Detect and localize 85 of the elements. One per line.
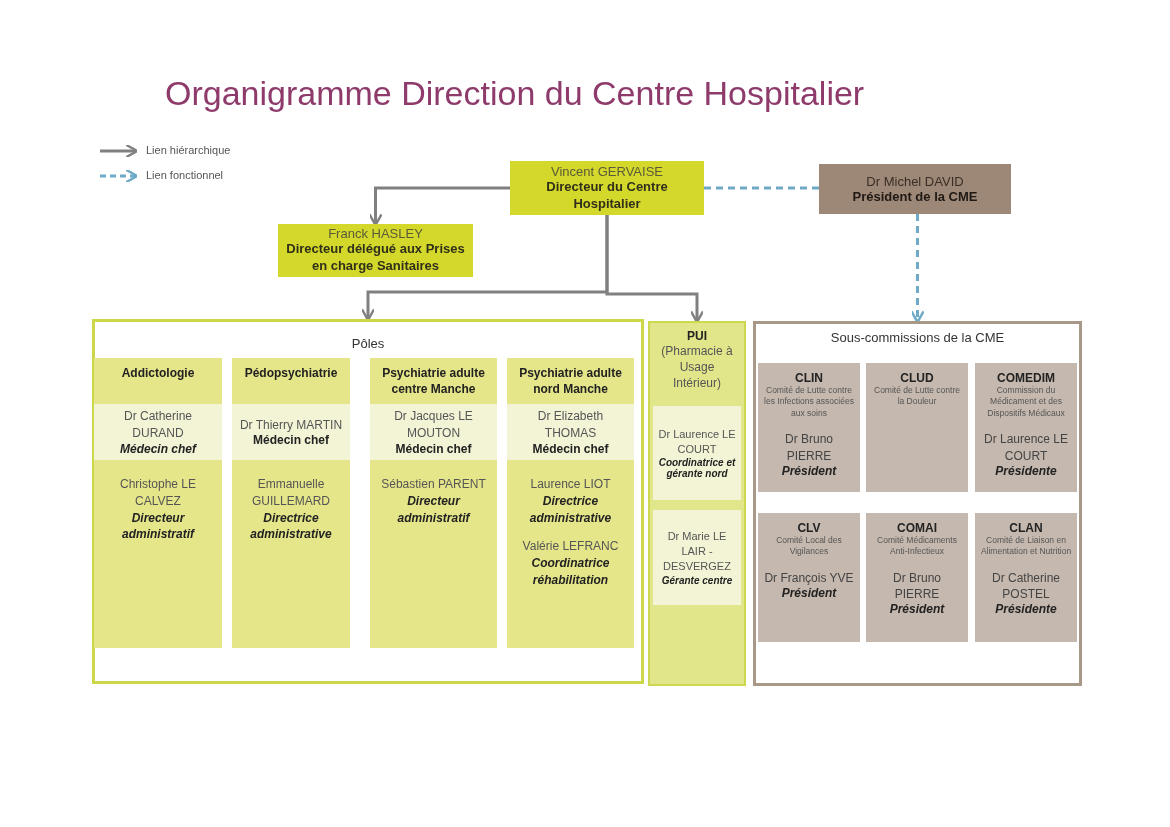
job-title: Directeur délégué aux Prises en charge Sanitaires xyxy=(285,241,466,275)
pole-column xyxy=(232,358,350,648)
director-box xyxy=(510,161,704,215)
job-title: Médecin chef xyxy=(120,441,196,456)
person-name: Valérie LEFRANC xyxy=(522,538,619,556)
committee-description: Comité de Lutte contre la Douleur xyxy=(873,385,961,408)
committee-description: Comité de Liaison en Alimentation et Nutrition xyxy=(979,535,1073,558)
subcommission-panel xyxy=(753,321,1082,686)
job-title: Médecin chef xyxy=(253,433,329,448)
person-name: Dr Jacques LE MOUTON xyxy=(393,408,474,442)
panel-heading: Pôles xyxy=(351,336,385,351)
committee-acronym: CLUD xyxy=(900,371,934,385)
person-name: Dr Thierry MARTIN xyxy=(239,416,343,434)
person-name: Franck HASLEY xyxy=(328,226,423,242)
person-name: Dr Marie LE LAIR - DESVERGEZ xyxy=(662,529,732,574)
committee-description: Commission du Médicament et des Dispositifs Médicaux xyxy=(986,385,1066,420)
person-card xyxy=(653,510,741,605)
person-name: Dr Michel DAVID xyxy=(866,174,964,189)
chief-band xyxy=(370,404,497,460)
committee-acronym: COMAI xyxy=(897,521,937,535)
committee-box xyxy=(975,513,1077,642)
job-title: Directrice administrative xyxy=(528,492,613,527)
title: Organigramme Direction du Centre Hospitalier xyxy=(165,74,865,113)
person-name: Dr Laurence LE COURT xyxy=(657,426,737,457)
pole-name: Psychiatrie adulte centre Manche xyxy=(381,365,486,398)
job-title: Président xyxy=(781,586,837,601)
pole-name: Psychiatrie adulte nord Manche xyxy=(518,365,623,398)
connector-arrow xyxy=(605,215,705,324)
job-title: Médecin chef xyxy=(395,441,472,456)
person-name: Sébastien PARENT xyxy=(381,476,486,493)
job-title: Coordinatrice réhabilitation xyxy=(530,555,611,589)
pharmacy-subtitle: (Pharmacie à Usage Intérieur) xyxy=(660,343,734,392)
job-title: Directeur du Centre Hospitalier xyxy=(545,178,669,213)
job-title: Directrice administrative xyxy=(249,509,333,544)
pole-column xyxy=(507,358,634,648)
chief-band xyxy=(232,404,350,460)
person-name: Dr Catherine DURAND xyxy=(123,408,193,442)
connector-arrow xyxy=(368,186,510,227)
pole-column xyxy=(94,358,222,648)
pole-name: Pédopsychiatrie xyxy=(244,365,338,382)
pharmacy-column xyxy=(648,321,746,686)
pole-name: Addictologie xyxy=(121,365,195,382)
job-title: Gérante centre xyxy=(661,574,733,586)
person-name: Laurence LIOT xyxy=(530,476,611,493)
committee-acronym: COMEDIM xyxy=(997,371,1055,385)
person-card xyxy=(653,406,741,500)
person-name: Dr Laurence LE COURT xyxy=(982,431,1069,464)
job-title: Médecin chef xyxy=(532,441,609,456)
job-title: Présidente xyxy=(995,602,1057,617)
pole-column xyxy=(370,358,497,648)
panel-heading: Sous-commissions de la CME xyxy=(830,330,1005,345)
committee-description: Comité Local des Vigilances xyxy=(775,535,843,558)
committee-acronym: CLV xyxy=(797,521,821,535)
poles-panel xyxy=(92,319,644,684)
committee-acronym: CLIN xyxy=(795,371,823,385)
person-name: Christophe LE CALVEZ xyxy=(118,476,197,510)
job-title: Président xyxy=(781,463,837,478)
person-name: Dr Catherine POSTEL xyxy=(991,569,1061,603)
person-name: Dr Bruno PIERRE xyxy=(784,431,834,464)
person-name: Dr Elizabeth THOMAS xyxy=(536,408,605,442)
committee-acronym: CLAN xyxy=(1009,521,1043,535)
director-box xyxy=(278,224,473,277)
committee-description: Comité Médicaments Anti-Infectieux xyxy=(876,535,958,558)
job-title: Président de la CME xyxy=(852,189,978,204)
legend-text: Lien hiérarchique xyxy=(146,144,231,156)
committee-box xyxy=(758,363,860,492)
job-title: Présidente xyxy=(995,463,1057,478)
president-box xyxy=(819,164,1011,214)
person-name: Dr François YVE xyxy=(764,569,854,587)
committee-box xyxy=(866,513,968,642)
legend-text: Lien fonctionnel xyxy=(146,169,224,181)
person-name: Emmanuelle GUILLEMARD xyxy=(251,476,331,510)
person-name: Vincent GERVAISE xyxy=(551,163,663,179)
job-title: Directeur administratif xyxy=(396,492,472,527)
person-name: Dr Bruno PIERRE xyxy=(892,569,942,603)
chief-band xyxy=(94,404,222,460)
committee-box xyxy=(975,363,1077,492)
committee-description: Comité de Lutte contre les Infections associées aux soins xyxy=(763,385,855,420)
job-title: Président xyxy=(889,602,945,617)
job-title: Coordinatrice et gérante nord xyxy=(657,457,737,480)
committee-box xyxy=(758,513,860,642)
chief-band xyxy=(507,404,634,460)
committee-box xyxy=(866,363,968,492)
pharmacy-heading: PUI xyxy=(687,329,707,343)
job-title: Directeur administratif xyxy=(121,509,196,544)
